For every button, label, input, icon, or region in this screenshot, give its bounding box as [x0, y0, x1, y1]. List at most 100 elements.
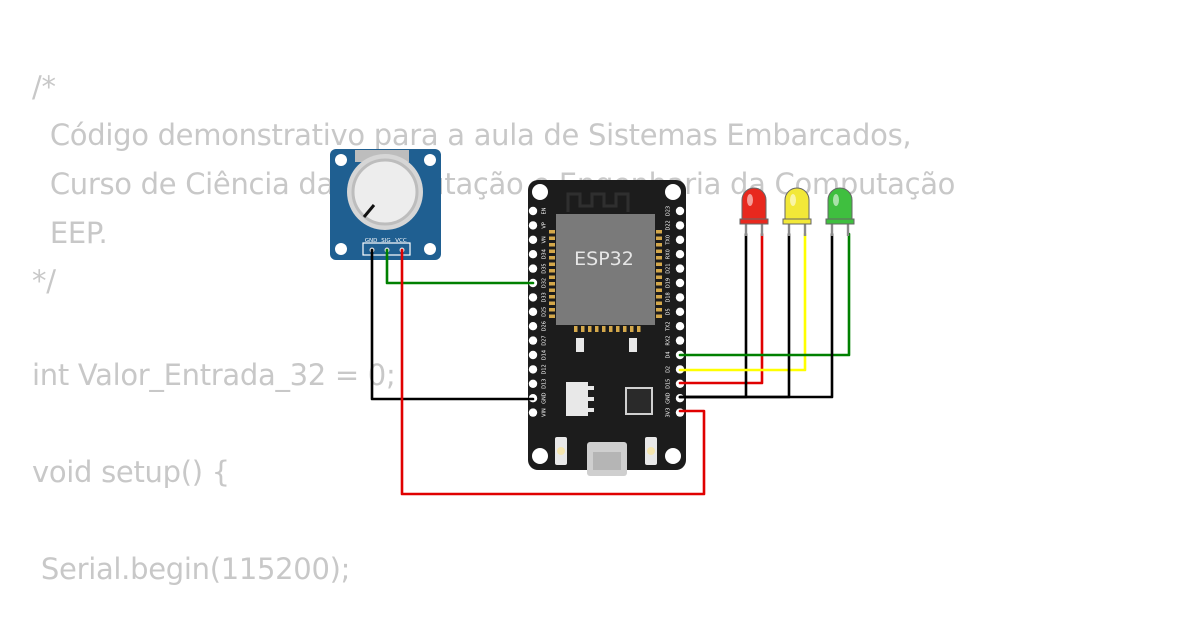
reset-button[interactable]: [645, 437, 657, 465]
pin-label: D23: [666, 206, 672, 216]
header-pin[interactable]: [675, 322, 685, 331]
header-pin[interactable]: [528, 235, 538, 244]
header-pin[interactable]: [528, 264, 538, 273]
module-pad: [581, 326, 585, 332]
code-line: /*: [32, 70, 56, 104]
led-group: [739, 187, 855, 236]
module-pad: [549, 249, 555, 253]
module-pad: [609, 326, 613, 332]
module-pad: [656, 314, 662, 318]
module-pad: [549, 262, 555, 266]
module-pad: [656, 269, 662, 273]
header-pin[interactable]: [675, 293, 685, 302]
pin-label: D21: [666, 263, 672, 273]
pin-label: D27: [542, 335, 548, 345]
module-pad: [656, 301, 662, 305]
led-green[interactable]: [825, 187, 855, 236]
module-pad: [623, 326, 627, 332]
header-pin[interactable]: [675, 307, 685, 316]
right-header: D23D22TX0RX0D21D19D18D5TX2RX2D4D2D15GND3…: [666, 206, 685, 418]
header-pin[interactable]: [675, 264, 685, 273]
module-pad: [574, 326, 578, 332]
usb-chip: [625, 387, 653, 415]
module-pad: [549, 288, 555, 292]
header-pin[interactable]: [675, 250, 685, 259]
led-yellow[interactable]: [782, 187, 812, 236]
wire-black[interactable]: [678, 232, 748, 399]
header-pin[interactable]: [675, 206, 685, 216]
module-pad: [656, 256, 662, 260]
wire-red[interactable]: [400, 248, 706, 496]
led-red[interactable]: [739, 187, 769, 236]
esp32-module: [556, 214, 655, 325]
pin-label: D4: [666, 351, 672, 358]
header-pin[interactable]: [528, 221, 538, 230]
wire-green[interactable]: [678, 232, 851, 357]
pot-knob-icon[interactable]: [351, 158, 419, 226]
pin-label: 3V3: [666, 408, 672, 418]
header-pin[interactable]: [528, 322, 538, 331]
module-pad: [656, 275, 662, 279]
header-pin[interactable]: [528, 250, 538, 259]
code-line: Código demonstrativo para a aula de Sist…: [32, 118, 912, 152]
header-pin[interactable]: [528, 307, 538, 316]
header-pin[interactable]: [675, 278, 685, 288]
header-pin[interactable]: [528, 293, 538, 302]
header-pin[interactable]: [675, 336, 685, 345]
wire-black[interactable]: [678, 232, 791, 399]
code-line: void setup() {: [32, 455, 230, 489]
module-pad: [616, 326, 620, 332]
module-pads: [549, 230, 662, 332]
wire-yellow[interactable]: [678, 232, 807, 372]
module-pad: [549, 282, 555, 286]
pin-label: D34: [542, 249, 548, 259]
pin-label: D19: [666, 278, 672, 288]
header-pin[interactable]: [528, 336, 538, 345]
pot-pin-label: VCC: [395, 238, 407, 244]
header-pin[interactable]: [528, 408, 538, 417]
module-pad: [549, 256, 555, 260]
esp32-board[interactable]: ESP32 ENVPVND34D35D32D33D25D26D27D14D12D…: [528, 180, 686, 476]
header-pin[interactable]: [675, 408, 685, 417]
pin-label: D32: [542, 278, 548, 288]
pin-label: TX0: [666, 235, 672, 246]
module-pad: [549, 236, 555, 240]
pot-indicator: [362, 204, 376, 218]
header-pin[interactable]: [675, 235, 685, 244]
chip-label: ESP32: [574, 248, 634, 270]
pin-label: EN: [542, 207, 548, 214]
module-pad: [549, 295, 555, 299]
boot-button[interactable]: [555, 437, 567, 465]
module-pad: [656, 230, 662, 234]
header-pin[interactable]: [528, 365, 538, 374]
wire-green[interactable]: [385, 248, 535, 285]
left-header: ENVPVND34D35D32D33D25D26D27D14D12D13GNDV…: [528, 206, 548, 417]
module-pad: [656, 243, 662, 247]
pin-label: D12: [542, 364, 548, 374]
header-pin[interactable]: [528, 379, 538, 388]
module-pad: [549, 301, 555, 305]
led-body: [827, 187, 853, 223]
pin-label: D2: [666, 366, 672, 373]
module-pad: [637, 326, 641, 332]
smd-component: [576, 338, 584, 352]
pin-label: TX2: [666, 321, 672, 332]
potentiometer[interactable]: GND SIG VCC: [330, 149, 441, 260]
header-pin[interactable]: [528, 350, 538, 360]
header-pin[interactable]: [528, 206, 538, 216]
pin-label: D22: [666, 220, 672, 230]
led-body: [784, 187, 810, 223]
wire-red[interactable]: [678, 232, 764, 385]
header-pin[interactable]: [675, 221, 685, 230]
pin-label: D14: [542, 350, 548, 360]
wire-black[interactable]: [678, 232, 834, 399]
led-body: [741, 187, 767, 223]
module-pad: [588, 326, 592, 332]
wire-black[interactable]: [370, 248, 535, 401]
module-pad: [549, 308, 555, 312]
pin-label: VP: [542, 222, 548, 228]
module-pad: [656, 288, 662, 292]
module-pad: [656, 295, 662, 299]
antenna-trace: [566, 192, 630, 212]
pin-label: RX0: [666, 249, 672, 259]
